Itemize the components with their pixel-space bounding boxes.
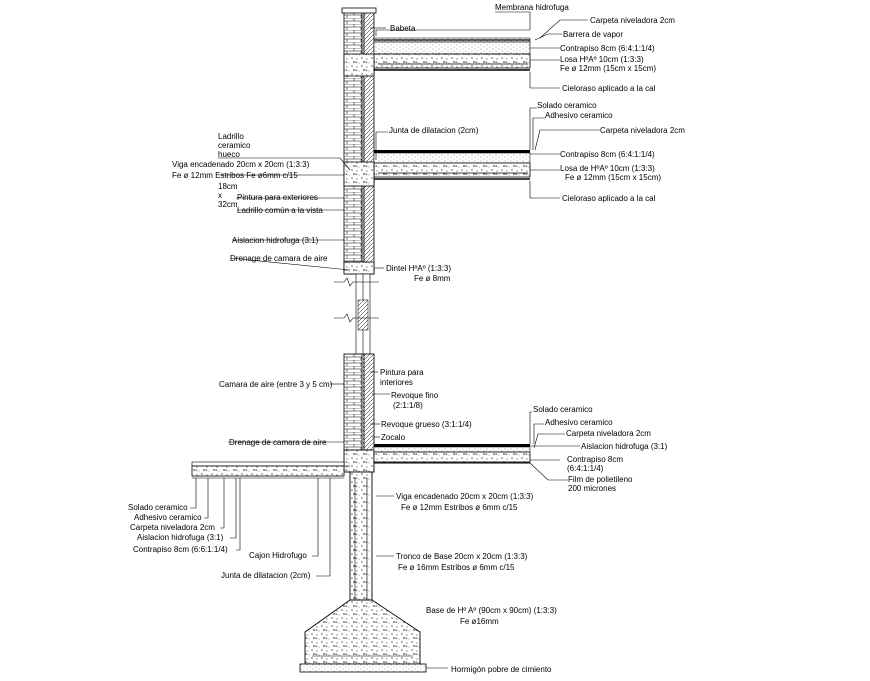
foundation-trunk [349,471,373,601]
label-revoque-fino-1: Revoque fino [391,391,439,400]
label-adhesivo-3: Adhesivo ceramico [134,513,202,522]
label-ladrillo-hueco-1: Ladrillo [218,132,244,141]
label-carpeta-4: Carpeta niveladora 2cm [130,523,215,532]
label-zocalo: Zocalo [381,433,406,442]
label-ladrillo-hueco-3: hueco [218,150,240,159]
label-contrapiso-3a: Contrapiso 8cm [567,455,623,464]
label-aislacion-2: Aislacion hidrofuga (3:1) [581,442,668,451]
label-viga-1b: Fe ø 12mm Estribos Fe ø6mm c/15 [172,171,298,180]
label-pintura-int-1: Pintura para [380,368,424,377]
footing [304,599,421,665]
label-base-2: Fe ø16mm [460,617,499,626]
label-adhesivo-2: Adhesivo ceramico [545,418,613,427]
label-cielo-2: Cieloraso aplicado a la cal [562,194,656,203]
label-losa-1: Losa HºAº 10cm (1:3:3) [560,55,644,64]
label-dintel-2: Fe ø 8mm [414,274,451,283]
label-tronco-2: Fe ø 16mm Estribos ø 6mm c/15 [398,563,515,572]
outer-brick-leaf [343,11,363,275]
label-film-1: Film de polietileno [568,475,633,484]
label-drenaje-2: Drenage de camara de aire [229,438,327,447]
dintel [343,261,375,275]
label-ladrillo-hueco-6: 32cm [218,200,238,209]
annotation-labels: Membrana hidrofuga Babeta Carpeta nivela… [128,3,685,674]
roof-slab [343,29,531,77]
label-solado-2: Solado ceramico [533,405,593,414]
ground-beam [343,449,375,473]
lower-outer-brick [343,353,363,451]
label-contrapiso-4: Contrapiso 8cm (6:6:1:1/4) [133,545,228,554]
label-ladrillo-comun: Ladrillo común a la vista [237,206,323,215]
label-aislacion-1: Aislacion hidrofuga (3:1) [232,236,319,245]
label-membrana: Membrana hidrofuga [495,3,569,12]
wall-section [299,7,427,673]
label-junta-2: Junta de dilatacion (2cm) [221,571,311,580]
label-film-2: 200 micrones [568,484,616,493]
label-viga-2b: Fe ø 12mm Estribos ø 6mm c/15 [401,503,518,512]
inner-brick-leaf [363,11,375,275]
label-revoque-grueso: Revoque grueso (3:1:1/4) [381,420,472,429]
lower-inner-brick [363,353,375,451]
label-tronco-1: Tronco de Base 20cm x 20cm (1:3:3) [396,552,528,561]
label-dintel-1: Dintel HºAº (1:3:3) [386,264,451,273]
label-cajon: Cajon Hidrofugo [249,551,307,560]
label-carpeta-1: Carpeta niveladora 2cm [590,16,675,25]
lean-concrete [299,663,427,673]
ground-floor [191,444,531,479]
label-drenaje-1: Drenage de camara de aire [230,254,328,263]
label-aislacion-3: Aislacion hidrofuga (3:1) [137,533,224,542]
label-contrapiso-1: Contrapiso 8cm (6:4:1:1/4) [560,44,655,53]
leader-lines [190,11,600,669]
intermediate-slab [343,150,531,187]
label-base-1: Base de Hº Aº (90cm x 90cm) (1:3:3) [426,606,557,615]
label-pintura-ext: Pintura para exteriores [237,193,318,202]
label-barrera: Barrera de vapor [563,30,623,39]
label-babeta: Babeta [390,24,416,33]
label-losa-2: Losa de HºAº 10cm (1:3:3) [560,164,655,173]
label-adhesivo-1: Adhesivo ceramico [545,111,613,120]
label-carpeta-3: Carpeta niveladora 2cm [566,429,651,438]
label-solado-1: Solado ceramico [537,101,597,110]
label-cielo-1: Cieloraso aplicado a la cal [562,84,656,93]
label-carpeta-2: Carpeta niveladora 2cm [600,126,685,135]
label-fe-2: Fe ø 12mm (15cm x 15cm) [565,173,661,182]
label-ladrillo-hueco-4: 18cm [218,182,238,191]
label-contrapiso-3b: (6:4:1:1/4) [567,464,604,473]
label-camara: Camara de aire (entre 3 y 5 cm) [219,380,333,389]
label-hormigon: Hormigón pobre de cimiento [451,665,552,674]
label-viga-1a: Viga encadenado 20cm x 20cm (1:3:3) [172,160,310,169]
label-contrapiso-2: Contrapiso 8cm (6:4:1:1/4) [560,150,655,159]
label-junta-1: Junta de dilatacion (2cm) [389,126,479,135]
label-ladrillo-hueco-5: x [218,191,222,200]
label-viga-2a: Viga encadenado 20cm x 20cm (1:3:3) [396,492,534,501]
label-revoque-fino-2: (2:1:1/8) [393,401,423,410]
label-solado-3: Solado ceramico [128,503,188,512]
label-fe-1: Fe ø 12mm (15cm x 15cm) [560,64,656,73]
label-pintura-int-2: interiores [380,378,413,387]
label-ladrillo-hueco-2: ceramico [218,141,251,150]
